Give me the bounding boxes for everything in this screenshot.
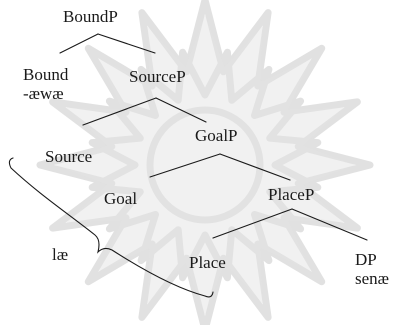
node-goalp: GoalP bbox=[195, 126, 238, 145]
node-dp-word: senæ bbox=[355, 269, 389, 288]
edge-boundp-bound bbox=[59, 33, 99, 54]
node-sourcep: SourceP bbox=[129, 67, 186, 86]
edge-placep-dp bbox=[291, 208, 368, 241]
node-boundp: BoundP bbox=[63, 7, 118, 26]
node-source: Source bbox=[45, 147, 93, 166]
edge-goalp-goal bbox=[149, 153, 221, 178]
edge-sourcep-source bbox=[82, 97, 157, 126]
bracket-label: læ bbox=[52, 245, 69, 264]
edge-goalp-placep bbox=[219, 153, 291, 181]
node-place: Place bbox=[189, 253, 226, 272]
edge-boundp-sourcep bbox=[97, 33, 156, 54]
edge-sourcep-goalp bbox=[155, 97, 207, 123]
curly-brace bbox=[8, 157, 214, 298]
node-goal: Goal bbox=[104, 189, 138, 208]
node-bound: Bound bbox=[23, 65, 69, 84]
node-placep: PlaceP bbox=[268, 185, 315, 204]
edge-placep-place bbox=[212, 208, 293, 239]
node-dp: DP bbox=[355, 250, 377, 269]
node-bound-suffix: -æwæ bbox=[23, 84, 64, 103]
